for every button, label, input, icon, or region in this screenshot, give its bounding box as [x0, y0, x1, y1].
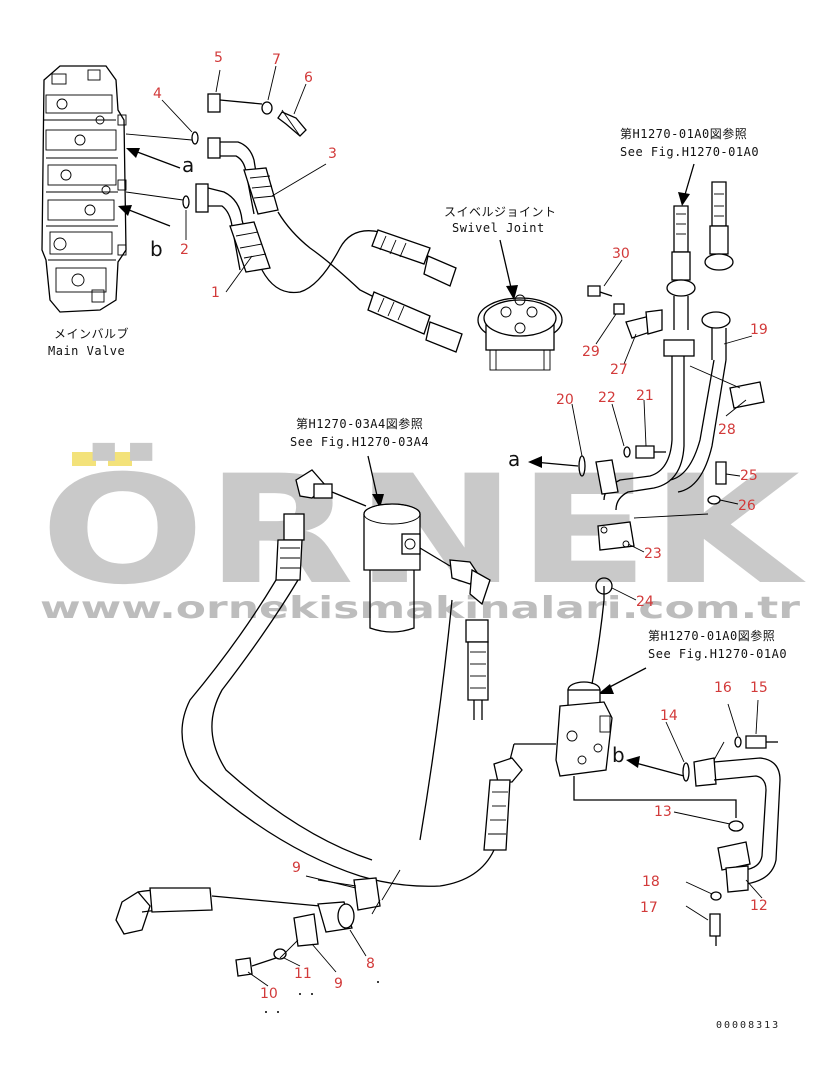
part-number-18: 18 — [642, 874, 660, 890]
main-valve — [41, 65, 127, 313]
part-number-8: 8 — [366, 956, 375, 972]
watermark: ÖRNEK www.ornekismakinalari.com.tr — [40, 442, 806, 626]
part-number-27: 27 — [610, 362, 628, 378]
part-number-7: 7 — [272, 52, 281, 68]
part-number-13: 13 — [654, 804, 672, 820]
ref-label-1-jp: 第H1270-01A0図参照 — [620, 126, 747, 141]
part-number-14: 14 — [660, 708, 678, 724]
part-numbers: 1 2 3 4 5 6 7 8 9 9 10 11 12 13 14 15 16… — [153, 50, 768, 1002]
ref-label-2-en: See Fig.H1270-03A4 — [290, 435, 429, 449]
part-number-26: 26 — [738, 498, 756, 514]
part-number-16: 16 — [714, 680, 732, 696]
part-number-10: 10 — [260, 986, 278, 1002]
part-number-21: 21 — [636, 388, 654, 404]
watermark-accent-dot — [72, 452, 96, 466]
part-number-17: 17 — [640, 900, 658, 916]
part-number-4: 4 — [153, 86, 162, 102]
port-letter-b: b — [150, 237, 163, 261]
part-number-19: 19 — [750, 322, 768, 338]
line-filter — [363, 503, 421, 633]
watermark-brand: ÖRNEK — [40, 442, 806, 618]
part-number-15: 15 — [750, 680, 768, 696]
port-letter-a-lower: a — [508, 447, 520, 471]
leader-lines — [161, 65, 763, 987]
part-number-11: 11 — [294, 966, 312, 982]
watermark-accent-dot — [108, 452, 132, 466]
part-number-12: 12 — [750, 898, 768, 914]
part-number-1: 1 — [211, 285, 220, 301]
swivel-label-en: Swivel Joint — [452, 221, 545, 235]
ref-label-3-en: See Fig.H1270-01A0 — [648, 647, 787, 661]
ref-label-1-en: See Fig.H1270-01A0 — [620, 145, 759, 159]
part-number-22: 22 — [598, 390, 616, 406]
ref-label-3-jp: 第H1270-01A0図参照 — [648, 628, 775, 643]
main-valve-label-en: Main Valve — [48, 344, 125, 358]
part-number-29: 29 — [582, 344, 600, 360]
part-number-3: 3 — [328, 146, 337, 162]
check-valve — [555, 681, 613, 777]
part-number-24: 24 — [636, 594, 654, 610]
watermark-url: www.ornekismakinalari.com.tr — [40, 591, 800, 626]
part-number-25: 25 — [740, 468, 758, 484]
part-number-2: 2 — [180, 242, 189, 258]
swivel-label-jp: スイベルジョイント — [444, 205, 557, 219]
drawing-code: 00008313 — [716, 1020, 780, 1031]
ref-label-2-jp: 第H1270-03A4図参照 — [296, 416, 423, 431]
port-letter-a: a — [182, 153, 194, 177]
part-number-30: 30 — [612, 246, 630, 262]
main-valve-label-jp: メインバルブ — [54, 326, 129, 341]
part-number-9a: 9 — [292, 860, 301, 876]
port-letter-b-lower: b — [612, 743, 625, 767]
part-number-9b: 9 — [334, 976, 343, 992]
part-number-28: 28 — [718, 422, 736, 438]
part-number-23: 23 — [644, 546, 662, 562]
part-number-6: 6 — [304, 70, 313, 86]
part-number-20: 20 — [556, 392, 574, 408]
swivel-joint — [477, 294, 563, 371]
part-number-5: 5 — [214, 50, 223, 66]
